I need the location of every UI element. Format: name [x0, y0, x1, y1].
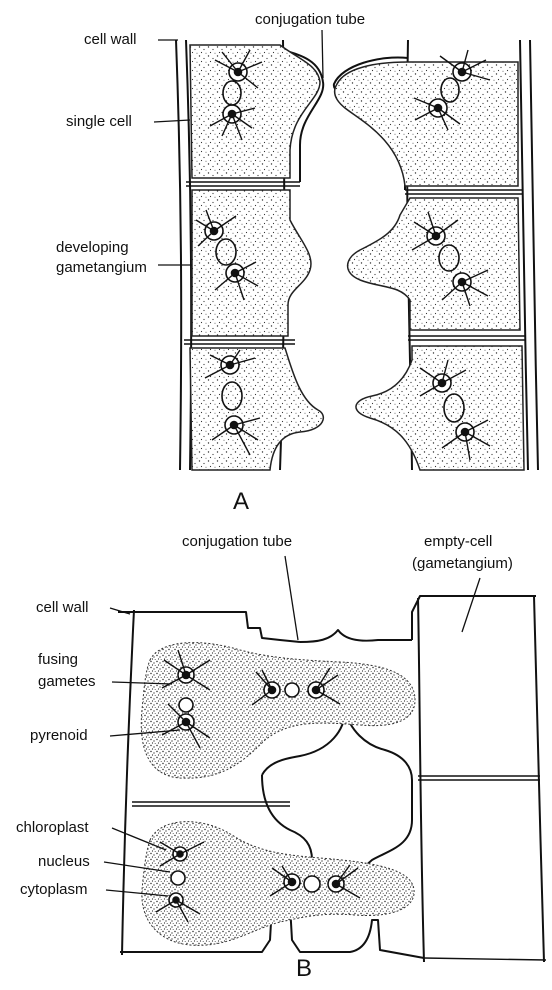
tube-top-wall-b [300, 630, 412, 642]
label-conjugation-tube-b: conjugation tube [182, 533, 292, 550]
leader-single-cell [154, 120, 190, 122]
bottom-right-wall-b [424, 958, 546, 960]
tube-middle-left-b [262, 775, 312, 860]
panel-letter-a: A [233, 488, 249, 515]
label-pyrenoid: pyrenoid [30, 727, 88, 744]
right-lower-protoplast [356, 346, 524, 470]
label-cytoplasm: cytoplasm [20, 881, 88, 898]
right-filament-outer-wall [530, 40, 538, 470]
developing-gametangium-right [348, 198, 520, 330]
label-chloroplast: chloroplast [16, 819, 89, 836]
right-upper-protoplast [335, 62, 518, 186]
label-cell-wall-a: cell wall [84, 31, 137, 48]
label-nucleus: nucleus [38, 853, 90, 870]
right-filament-outer-wall-b [534, 596, 544, 962]
leader-conjugation-tube-a [322, 30, 323, 78]
label-single-cell: single cell [66, 113, 132, 130]
label-empty-cell-line1: empty-cell [424, 533, 492, 550]
label-conjugation-tube-a: conjugation tube [255, 11, 365, 28]
leader-empty-cell [462, 578, 480, 632]
label-fusing-line2: gametes [38, 673, 96, 690]
label-empty-cell-line2: (gametangium) [412, 555, 513, 572]
panel-b: conjugation tube empty-cell (gametangium… [16, 533, 546, 982]
label-developing-line2: gametangium [56, 259, 147, 276]
panel-letter-b: B [296, 955, 312, 982]
left-filament-outer-wall [176, 40, 181, 470]
lower-cell-left-protoplast [190, 348, 323, 470]
panel-a: conjugation tube cell wall single cell d… [56, 11, 538, 515]
label-cell-wall-b: cell wall [36, 599, 89, 616]
label-fusing-line1: fusing [38, 651, 78, 668]
leader-conjugation-tube-b [285, 556, 298, 640]
label-developing-line1: developing [56, 239, 129, 256]
developing-gametangium-left [192, 190, 311, 336]
top-left-wall-b [118, 612, 300, 642]
left-filament-outer-wall-b [122, 610, 134, 955]
top-right-wall-b [412, 596, 536, 640]
